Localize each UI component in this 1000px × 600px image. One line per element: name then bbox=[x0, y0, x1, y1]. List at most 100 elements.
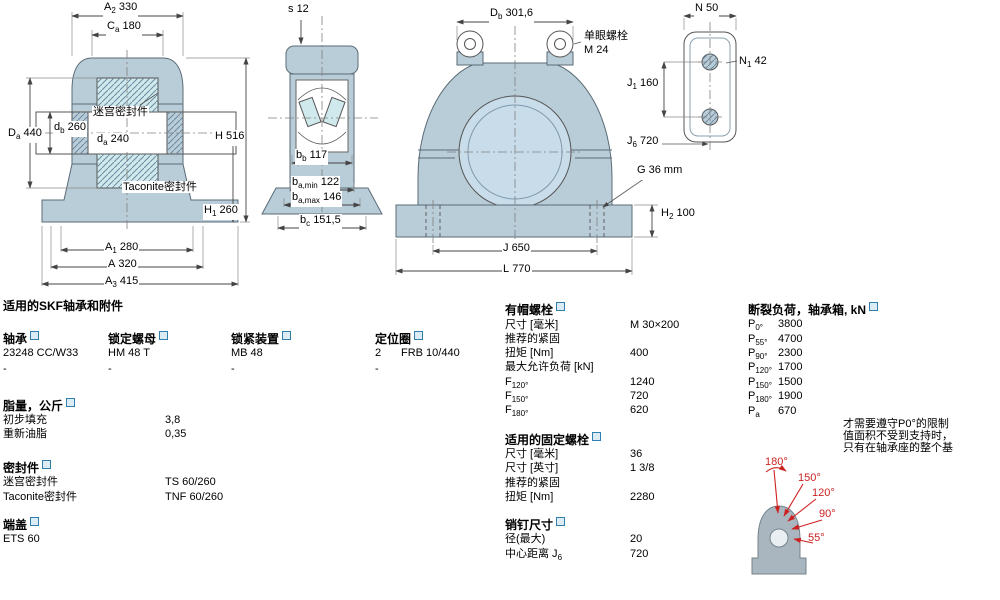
row-value: 720 bbox=[630, 390, 649, 402]
row-label-f150: F150° bbox=[505, 390, 529, 405]
dim-Db: Db 301,6 bbox=[489, 7, 534, 24]
info-icon[interactable] bbox=[282, 331, 292, 340]
label-eyebolt-size: M 24 bbox=[583, 44, 610, 56]
row-value: 2280 bbox=[630, 491, 655, 503]
cell-ring-designation: FRB 10/440 bbox=[401, 347, 460, 359]
cell-locking-device: MB 48 bbox=[231, 347, 263, 359]
label-labyrinth-seal: 迷宫密封件 bbox=[92, 106, 149, 118]
info-icon[interactable] bbox=[42, 460, 52, 469]
row-label: 中心距离 J6 bbox=[505, 548, 563, 563]
cell-dash: - bbox=[3, 363, 7, 375]
row-value: 1240 bbox=[630, 376, 655, 388]
row-label: 径(最大) bbox=[505, 533, 546, 545]
row-value: 3,8 bbox=[165, 414, 181, 426]
row-value: 620 bbox=[630, 404, 649, 416]
load-angle-55: 55° bbox=[808, 532, 825, 544]
row-value: 0,35 bbox=[165, 428, 187, 440]
row-value: 720 bbox=[630, 548, 649, 560]
row-label: Taconite密封件 bbox=[3, 491, 77, 503]
row-value: 670 bbox=[778, 405, 797, 417]
note-line: 才需要遵守P0°的限制 bbox=[843, 418, 949, 430]
dim-j6: J6 720 bbox=[626, 135, 660, 152]
info-icon[interactable] bbox=[556, 302, 566, 311]
row-label: 尺寸 [英寸] bbox=[505, 462, 559, 474]
dim-h2: H2 100 bbox=[660, 207, 696, 224]
dim-a: A 320 bbox=[107, 258, 138, 275]
info-icon[interactable] bbox=[556, 517, 566, 526]
section-title-grease: 脂量，公斤 bbox=[3, 398, 76, 413]
info-icon[interactable] bbox=[30, 331, 40, 340]
row-value: 36 bbox=[630, 448, 643, 460]
row-value: 1900 bbox=[778, 390, 803, 402]
dim-h1: H1 260 bbox=[203, 204, 239, 221]
row-label: 重新油脂 bbox=[3, 428, 47, 440]
row-label: 扭矩 [Nm] bbox=[505, 491, 554, 503]
section-title-fixing-bolts: 适用的固定螺栓 bbox=[505, 432, 602, 447]
dim-Da: Da 440 bbox=[7, 127, 43, 144]
row-label: 推荐的紧固 bbox=[505, 333, 560, 345]
dim-l: L 770 bbox=[502, 263, 532, 280]
info-icon[interactable] bbox=[592, 432, 602, 441]
dim-bc: bc 151,5 bbox=[299, 214, 342, 231]
bolts-section: 有帽螺栓 尺寸 [毫米] M 30×200 推荐的紧固 扭矩 [Nm] 400 … bbox=[505, 297, 748, 597]
row-value: 4700 bbox=[778, 333, 803, 345]
section-title-pins: 销钉尺寸 bbox=[505, 517, 566, 532]
row-value: 2300 bbox=[778, 347, 803, 359]
row-value: TNF 60/260 bbox=[165, 491, 224, 503]
note-line: 值面积不受到支持时， bbox=[843, 430, 953, 442]
dim-g: G 36 mm bbox=[636, 164, 684, 181]
label-eyebolt: 单眼螺栓 bbox=[583, 30, 629, 42]
dim-bamax: ba,max 146 bbox=[291, 191, 343, 208]
row-value: 3800 bbox=[778, 318, 803, 330]
dim-s: s 12 bbox=[287, 3, 310, 20]
row-label-f180: F180° bbox=[505, 404, 529, 419]
row-value: 1700 bbox=[778, 361, 803, 373]
dim-a1: A1 280 bbox=[104, 241, 140, 258]
cell-locknut: HM 48 T bbox=[108, 347, 150, 359]
note-line: 只有在轴承座的整个基 bbox=[843, 442, 953, 454]
bearing-accessories-section: 适用的SKF轴承和附件 轴承 锁定螺母 锁紧装置 定位圈 23248 CC/W3… bbox=[3, 297, 501, 597]
row-label-p120: P120° bbox=[748, 361, 772, 376]
row-label-p180: P180° bbox=[748, 390, 772, 405]
dim-bb: bb 117 bbox=[295, 149, 329, 166]
label-taconite-seal: Taconite密封件 bbox=[122, 181, 198, 193]
dim-h: H 516 bbox=[214, 130, 246, 147]
base-top-view-drawing bbox=[661, 13, 738, 152]
row-label: 最大允许负荷 [kN] bbox=[505, 361, 594, 373]
dim-j: J 650 bbox=[502, 242, 531, 259]
row-value: 1500 bbox=[778, 376, 803, 388]
row-label: 尺寸 [毫米] bbox=[505, 319, 559, 331]
section-title-cap-bolts: 有帽螺栓 bbox=[505, 302, 566, 317]
row-label-p55: P55° bbox=[748, 333, 768, 348]
dim-bamin: ba,min 122 bbox=[291, 176, 341, 193]
dim-da: da 240 bbox=[96, 133, 130, 150]
row-label: 推荐的紧固 bbox=[505, 477, 560, 489]
info-icon[interactable] bbox=[414, 331, 424, 340]
cell-dash: - bbox=[231, 363, 235, 375]
load-angle-120: 120° bbox=[812, 487, 835, 499]
row-label-f120: F120° bbox=[505, 376, 529, 391]
row-value: TS 60/260 bbox=[165, 476, 216, 488]
load-direction-diagram bbox=[751, 464, 823, 575]
section-title-end-cover: 端盖 bbox=[3, 517, 40, 532]
row-label-p0: P0° bbox=[748, 318, 763, 333]
dim-db: db 260 bbox=[53, 121, 87, 138]
load-angle-150: 150° bbox=[798, 472, 821, 484]
info-icon[interactable] bbox=[66, 398, 76, 407]
load-angle-180: 180° bbox=[765, 456, 788, 468]
front-elevation-drawing bbox=[395, 19, 658, 275]
row-label-p90: P90° bbox=[748, 347, 768, 362]
cell-dash: - bbox=[375, 363, 379, 375]
breaking-load-section: 断裂负荷，轴承箱, kN P0° 3800 P55° 4700 P90° 230… bbox=[748, 297, 998, 457]
row-label-p150: P150° bbox=[748, 376, 772, 391]
cell-ring-qty: 2 bbox=[375, 347, 382, 359]
info-icon[interactable] bbox=[869, 302, 879, 311]
dim-n1: N1 42 bbox=[738, 55, 768, 72]
info-icon[interactable] bbox=[159, 331, 169, 340]
col-header-locknut: 锁定螺母 bbox=[108, 331, 169, 346]
end-cover-value: ETS 60 bbox=[3, 533, 40, 545]
col-header-locking-device: 锁紧装置 bbox=[231, 331, 292, 346]
row-value: 400 bbox=[630, 347, 649, 359]
info-icon[interactable] bbox=[30, 517, 40, 526]
row-value: 20 bbox=[630, 533, 643, 545]
